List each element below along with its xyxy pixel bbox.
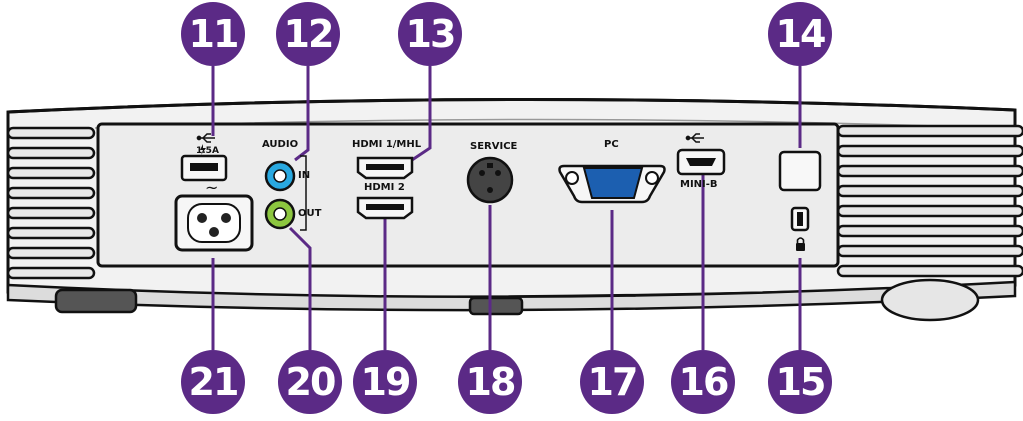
lock-icon — [796, 237, 805, 251]
service-label: SERVICE — [470, 141, 518, 152]
right-vents — [836, 124, 1023, 278]
ir-sensor — [778, 150, 822, 192]
callout-11: 11 — [181, 2, 245, 66]
service-port — [466, 156, 514, 204]
callout-18: 18 — [458, 350, 522, 414]
callout-12: 12 — [276, 2, 340, 66]
callout-13: 13 — [398, 2, 462, 66]
callout-14: 14 — [768, 2, 832, 66]
leader-lines — [211, 66, 802, 350]
callout-16: 16 — [671, 350, 735, 414]
usb-icon-mini — [685, 133, 704, 143]
pc-label: PC — [604, 139, 619, 150]
callout-15: 15 — [768, 350, 832, 414]
mini-b-label: MINI-B — [680, 179, 718, 190]
audio-out-label: OUT — [298, 208, 322, 219]
callout-21: 21 — [181, 350, 245, 414]
feet — [54, 278, 980, 322]
hdmi2-label: HDMI 2 — [364, 182, 405, 193]
usb-rating-label: 1.5A — [196, 146, 219, 156]
lightning-icon — [200, 144, 206, 155]
ac-symbol-label: ~ — [205, 178, 219, 197]
left-vents — [6, 126, 96, 280]
audio-label: AUDIO — [262, 139, 299, 150]
callout-17: 17 — [580, 350, 644, 414]
hdmi1-label: HDMI 1/MHL — [352, 139, 422, 150]
usb-icon — [196, 133, 215, 143]
callout-20: 20 — [278, 350, 342, 414]
callout-19: 19 — [353, 350, 417, 414]
audio-in-label: IN — [298, 170, 311, 181]
